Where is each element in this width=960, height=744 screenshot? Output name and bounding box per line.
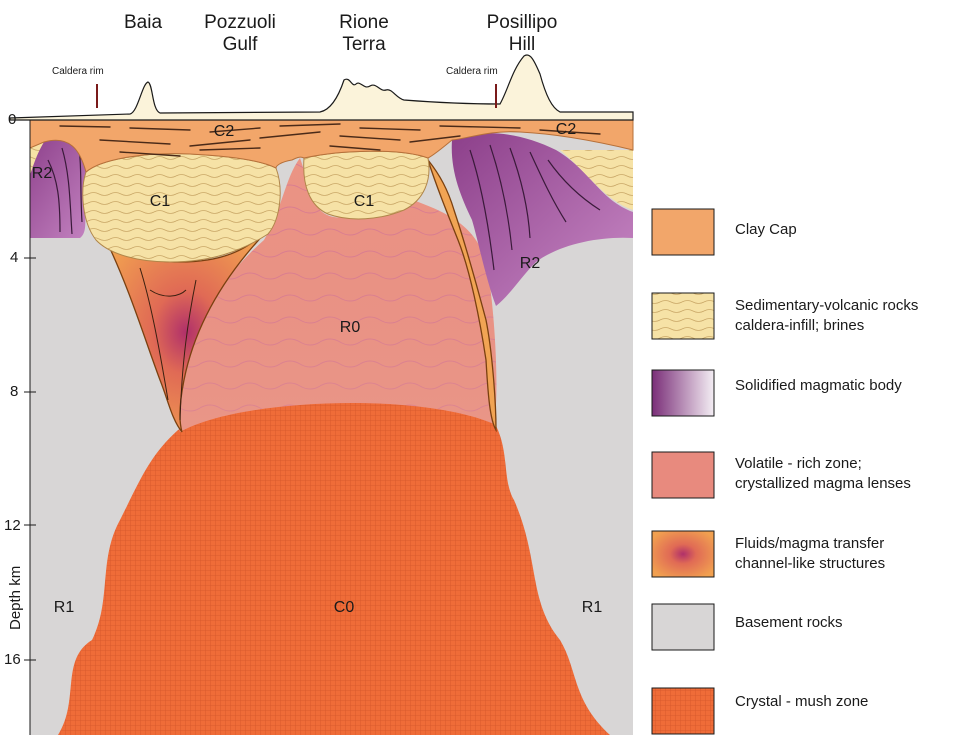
zone-label-r1-left: R1	[54, 599, 75, 616]
zone-label-r2-right: R2	[520, 255, 541, 272]
zone-label-r1-right: R1	[582, 599, 603, 616]
crystal-mush-zone	[58, 400, 610, 735]
surface-topography	[9, 54, 634, 121]
zone-label-c2-right: C2	[556, 121, 577, 138]
clay-cap-lines	[59, 123, 601, 157]
sedimentary-left-strip	[30, 142, 44, 175]
legend-label-sedimentary-line1: Sedimentary-volcanic rocks	[735, 297, 918, 314]
legend-label-sedimentary-line2: caldera-infill; brines	[735, 317, 864, 334]
depth-tick-0: 0	[8, 111, 16, 128]
depth-tick-8: 8	[10, 383, 18, 400]
legend-swatch-clay-cap	[651, 208, 715, 256]
legend-label-crystal-mush: Crystal - mush zone	[735, 693, 868, 710]
legend-label-solidified: Solidified magmatic body	[735, 377, 902, 394]
legend-swatch-basement	[651, 603, 715, 651]
solidified-body-right	[451, 133, 633, 306]
solidified-body-right-lines	[469, 144, 601, 271]
zone-label-c0: C0	[334, 599, 355, 616]
depth-tick-12: 12	[4, 517, 21, 534]
legend: Clay Cap Sedimentary-volcanic rocks cald…	[651, 208, 918, 735]
legend-swatch-fluids	[651, 530, 715, 578]
legend-swatch-sedimentary	[651, 292, 715, 340]
legend-label-clay-cap: Clay Cap	[735, 221, 797, 238]
place-label-posillipo-line2: Hill	[509, 34, 535, 55]
depth-tick-16: 16	[4, 651, 21, 668]
depth-axis-title: Depth km	[7, 566, 24, 630]
legend-label-volatile-line1: Volatile - rich zone;	[735, 455, 862, 472]
depth-axis	[24, 119, 36, 735]
place-label-pozzuoli-line2: Gulf	[223, 34, 259, 55]
place-label-pozzuoli-line1: Pozzuoli	[204, 12, 276, 33]
zone-label-c1-left: C1	[150, 193, 171, 210]
legend-label-volatile-line2: crystallized magma lenses	[735, 475, 911, 492]
legend-label-basement: Basement rocks	[735, 614, 843, 631]
place-label-rione-line1: Rione	[339, 12, 389, 33]
zone-label-r0: R0	[340, 319, 361, 336]
fluids-channel-right	[427, 159, 497, 433]
sedimentary-right-strip	[560, 150, 633, 210]
legend-swatch-volatile	[651, 451, 715, 499]
place-label-posillipo-line1: Posillipo	[487, 12, 558, 33]
place-label-rione-line2: Terra	[342, 34, 386, 55]
legend-label-fluids-line1: Fluids/magma transfer	[735, 535, 884, 552]
place-label-baia: Baia	[124, 12, 162, 33]
legend-label-fluids-line2: channel-like structures	[735, 555, 885, 572]
legend-swatch-crystal-mush	[651, 687, 715, 735]
legend-swatch-solidified	[651, 369, 715, 417]
zone-label-c1-right: C1	[354, 193, 375, 210]
caldera-rim-label-left: Caldera rim	[52, 66, 104, 77]
zone-label-c2-left: C2	[214, 123, 235, 140]
depth-tick-4: 4	[10, 249, 18, 266]
caldera-rim-label-right: Caldera rim	[446, 66, 498, 77]
zone-label-r2-left: R2	[32, 165, 53, 182]
volatile-shade	[174, 158, 497, 432]
fluids-channel-left-lines	[139, 267, 197, 421]
